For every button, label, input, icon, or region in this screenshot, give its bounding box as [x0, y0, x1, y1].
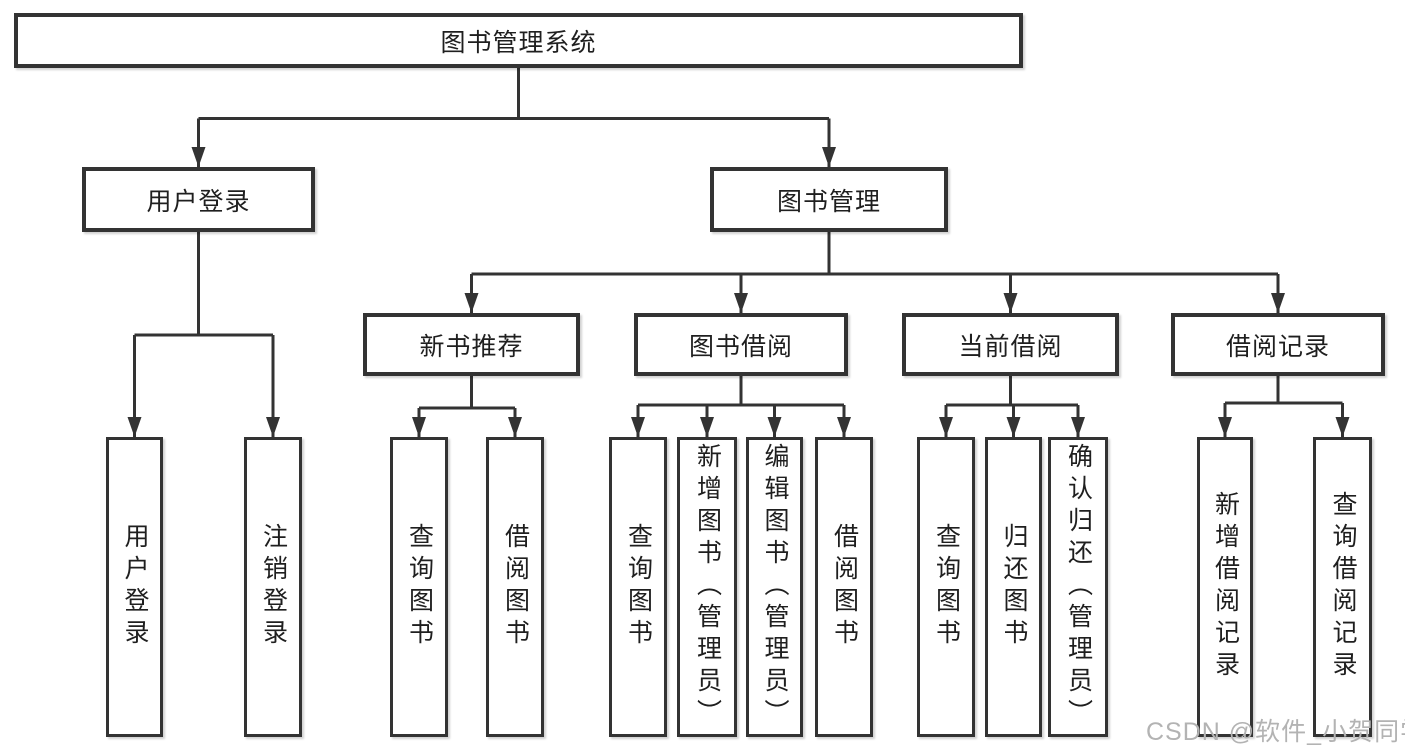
leaf-recommend-borrow-books: 借阅图书 — [486, 437, 544, 737]
connector-root-to-level2 — [191, 68, 836, 167]
box-root-system-label: 图书管理系统 — [440, 28, 597, 57]
leaf-add-books-admin-label: 新增图书（管理员） — [693, 443, 722, 731]
leaf-recommend-query-books: 查询图书 — [390, 437, 448, 737]
leaf-logout-label: 注销登录 — [259, 523, 288, 651]
box-user-login: 用户登录 — [82, 167, 315, 232]
box-current-borrow-label: 当前借阅 — [958, 332, 1063, 361]
leaf-return-books-label: 归还图书 — [1000, 523, 1028, 651]
box-book-borrow-label: 图书借阅 — [688, 332, 793, 361]
leaf-logout: 注销登录 — [244, 437, 302, 737]
leaf-query-borrow-record: 查询借阅记录 — [1313, 437, 1372, 737]
leaf-borrow-query-books: 查询图书 — [609, 437, 667, 737]
box-book-management-label: 图书管理 — [776, 187, 881, 216]
leaf-current-query-books: 查询图书 — [917, 437, 975, 737]
leaf-add-books-admin: 新增图书（管理员） — [677, 437, 737, 737]
leaf-user-login-label: 用户登录 — [121, 523, 149, 651]
box-book-borrow: 图书借阅 — [634, 313, 848, 376]
box-user-login-label: 用户登录 — [146, 187, 251, 216]
leaf-borrow-query-books-label: 查询图书 — [624, 523, 653, 651]
leaf-confirm-return-admin-label: 确认归还（管理员） — [1064, 443, 1093, 731]
leaf-return-books: 归还图书 — [985, 437, 1042, 737]
box-new-book-recommend: 新书推荐 — [363, 313, 580, 376]
connector-user-login-to-leaves — [127, 232, 280, 437]
leaf-query-borrow-record-label: 查询借阅记录 — [1329, 491, 1357, 683]
leaf-current-query-books-label: 查询图书 — [932, 523, 961, 651]
leaf-borrow-books: 借阅图书 — [815, 437, 873, 737]
leaf-user-login: 用户登录 — [106, 437, 163, 737]
leaf-recommend-borrow-books-label: 借阅图书 — [501, 523, 530, 651]
connector-new-book-recommend-to-leaves — [412, 376, 522, 437]
box-root-system: 图书管理系统 — [14, 13, 1023, 68]
connector-book-management-to-level3 — [464, 232, 1285, 313]
connector-borrow-records-to-leaves — [1218, 376, 1350, 437]
box-book-management: 图书管理 — [710, 167, 948, 232]
leaf-add-borrow-record-label: 新增借阅记录 — [1211, 491, 1240, 683]
connector-current-borrow-to-leaves — [939, 376, 1085, 437]
leaf-borrow-books-label: 借阅图书 — [830, 523, 859, 651]
box-borrow-records: 借阅记录 — [1171, 313, 1385, 376]
box-new-book-recommend-label: 新书推荐 — [419, 332, 524, 361]
csdn-watermark: CSDN @软件_小贺同学 — [1146, 718, 1405, 746]
leaf-confirm-return-admin: 确认归还（管理员） — [1048, 437, 1108, 737]
leaf-add-borrow-record: 新增借阅记录 — [1197, 437, 1253, 737]
connector-book-borrow-to-leaves — [631, 376, 851, 437]
box-current-borrow: 当前借阅 — [902, 313, 1119, 376]
leaf-edit-books-admin: 编辑图书（管理员） — [746, 437, 803, 737]
box-borrow-records-label: 借阅记录 — [1225, 332, 1330, 361]
leaf-edit-books-admin-label: 编辑图书（管理员） — [761, 443, 789, 731]
leaf-recommend-query-books-label: 查询图书 — [405, 523, 434, 651]
